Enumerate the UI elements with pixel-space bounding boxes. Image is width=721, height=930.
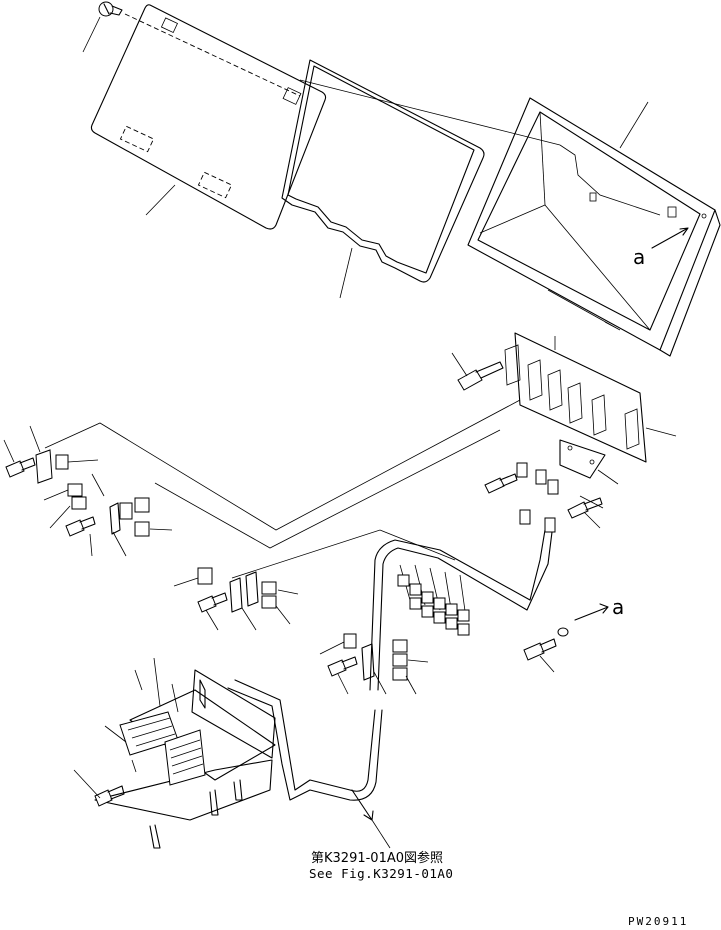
seal-gasket <box>281 59 485 283</box>
cover-panel <box>90 4 327 230</box>
reference-note-japanese: 第K3291-01A0図参照 <box>311 850 443 866</box>
harness-outline-lower <box>154 429 501 549</box>
plate-bolt-right <box>567 497 603 519</box>
leader-m4 <box>277 589 299 595</box>
relay-bolt-4 <box>327 656 358 677</box>
leader-l3 <box>67 459 99 463</box>
bracket-plate <box>504 332 647 463</box>
reference-note-english: See Fig.K3291-01A0 <box>309 866 453 881</box>
leader-harness-bolt <box>539 655 555 673</box>
reference-leader <box>371 819 391 849</box>
relay-cluster-middle <box>197 567 277 613</box>
leader-l9 <box>91 473 105 497</box>
harness-relay-block <box>397 574 470 636</box>
drawing-code: PW20911 <box>628 915 688 928</box>
relay-cluster-upper <box>35 449 150 537</box>
fuse-box-harness <box>227 679 383 801</box>
leader-screw <box>82 16 101 53</box>
relay-cluster-lower <box>343 633 408 681</box>
leader-n2 <box>337 673 349 695</box>
fuse-box-assembly <box>94 669 276 849</box>
leader-l2 <box>29 425 41 453</box>
harness-outline-upper <box>44 399 521 531</box>
leader-m5 <box>275 605 291 625</box>
leader-m1 <box>173 577 199 587</box>
relay-bolt-1 <box>5 457 36 478</box>
fuse-box-bolt <box>94 785 125 807</box>
leader-bracket <box>645 427 677 437</box>
bracket-bolt <box>457 361 504 391</box>
leader-plate-3 <box>583 511 601 529</box>
arrow-a-harness <box>574 603 609 621</box>
cover-screw <box>98 1 123 17</box>
relay-plate <box>516 439 606 533</box>
leader-m2 <box>205 609 219 631</box>
reference-mark-a-harness: a <box>612 595 624 619</box>
leader-f3 <box>131 759 137 773</box>
leader-plate-2 <box>579 495 604 509</box>
leader-seal <box>339 247 353 299</box>
leader-box <box>619 101 649 149</box>
box-case <box>467 97 721 357</box>
leader-cover <box>145 184 176 216</box>
reference-arrow <box>351 789 374 821</box>
leader-n4 <box>407 659 429 663</box>
leader-l7 <box>112 531 127 557</box>
harness-outline-mid <box>231 529 456 579</box>
leader-plate-1 <box>597 469 619 485</box>
leader-l4 <box>43 489 69 501</box>
leader-f5 <box>153 657 161 707</box>
relay-bolt-2 <box>65 516 96 537</box>
arrow-a-box <box>651 227 689 249</box>
harness-bolt <box>523 638 557 661</box>
leader-n3 <box>373 671 387 695</box>
leader-f1 <box>73 769 101 799</box>
leader-n1 <box>319 641 345 655</box>
leader-f2 <box>104 725 127 743</box>
mount-line-box <box>299 79 561 146</box>
leader-n5 <box>405 675 417 695</box>
leader-l5 <box>49 505 71 529</box>
leader-l8 <box>149 528 173 531</box>
leader-f6 <box>171 683 179 713</box>
leader-m3 <box>241 607 257 631</box>
reference-mark-a: a <box>633 245 645 269</box>
relay-bolt-3 <box>197 592 228 613</box>
leader-l6 <box>89 533 93 557</box>
plate-bolt-left <box>484 473 518 494</box>
leader-bracket-bolt <box>451 352 468 377</box>
harness-washer <box>557 627 569 637</box>
leader-l1 <box>3 439 15 463</box>
leader-f4 <box>134 669 143 691</box>
